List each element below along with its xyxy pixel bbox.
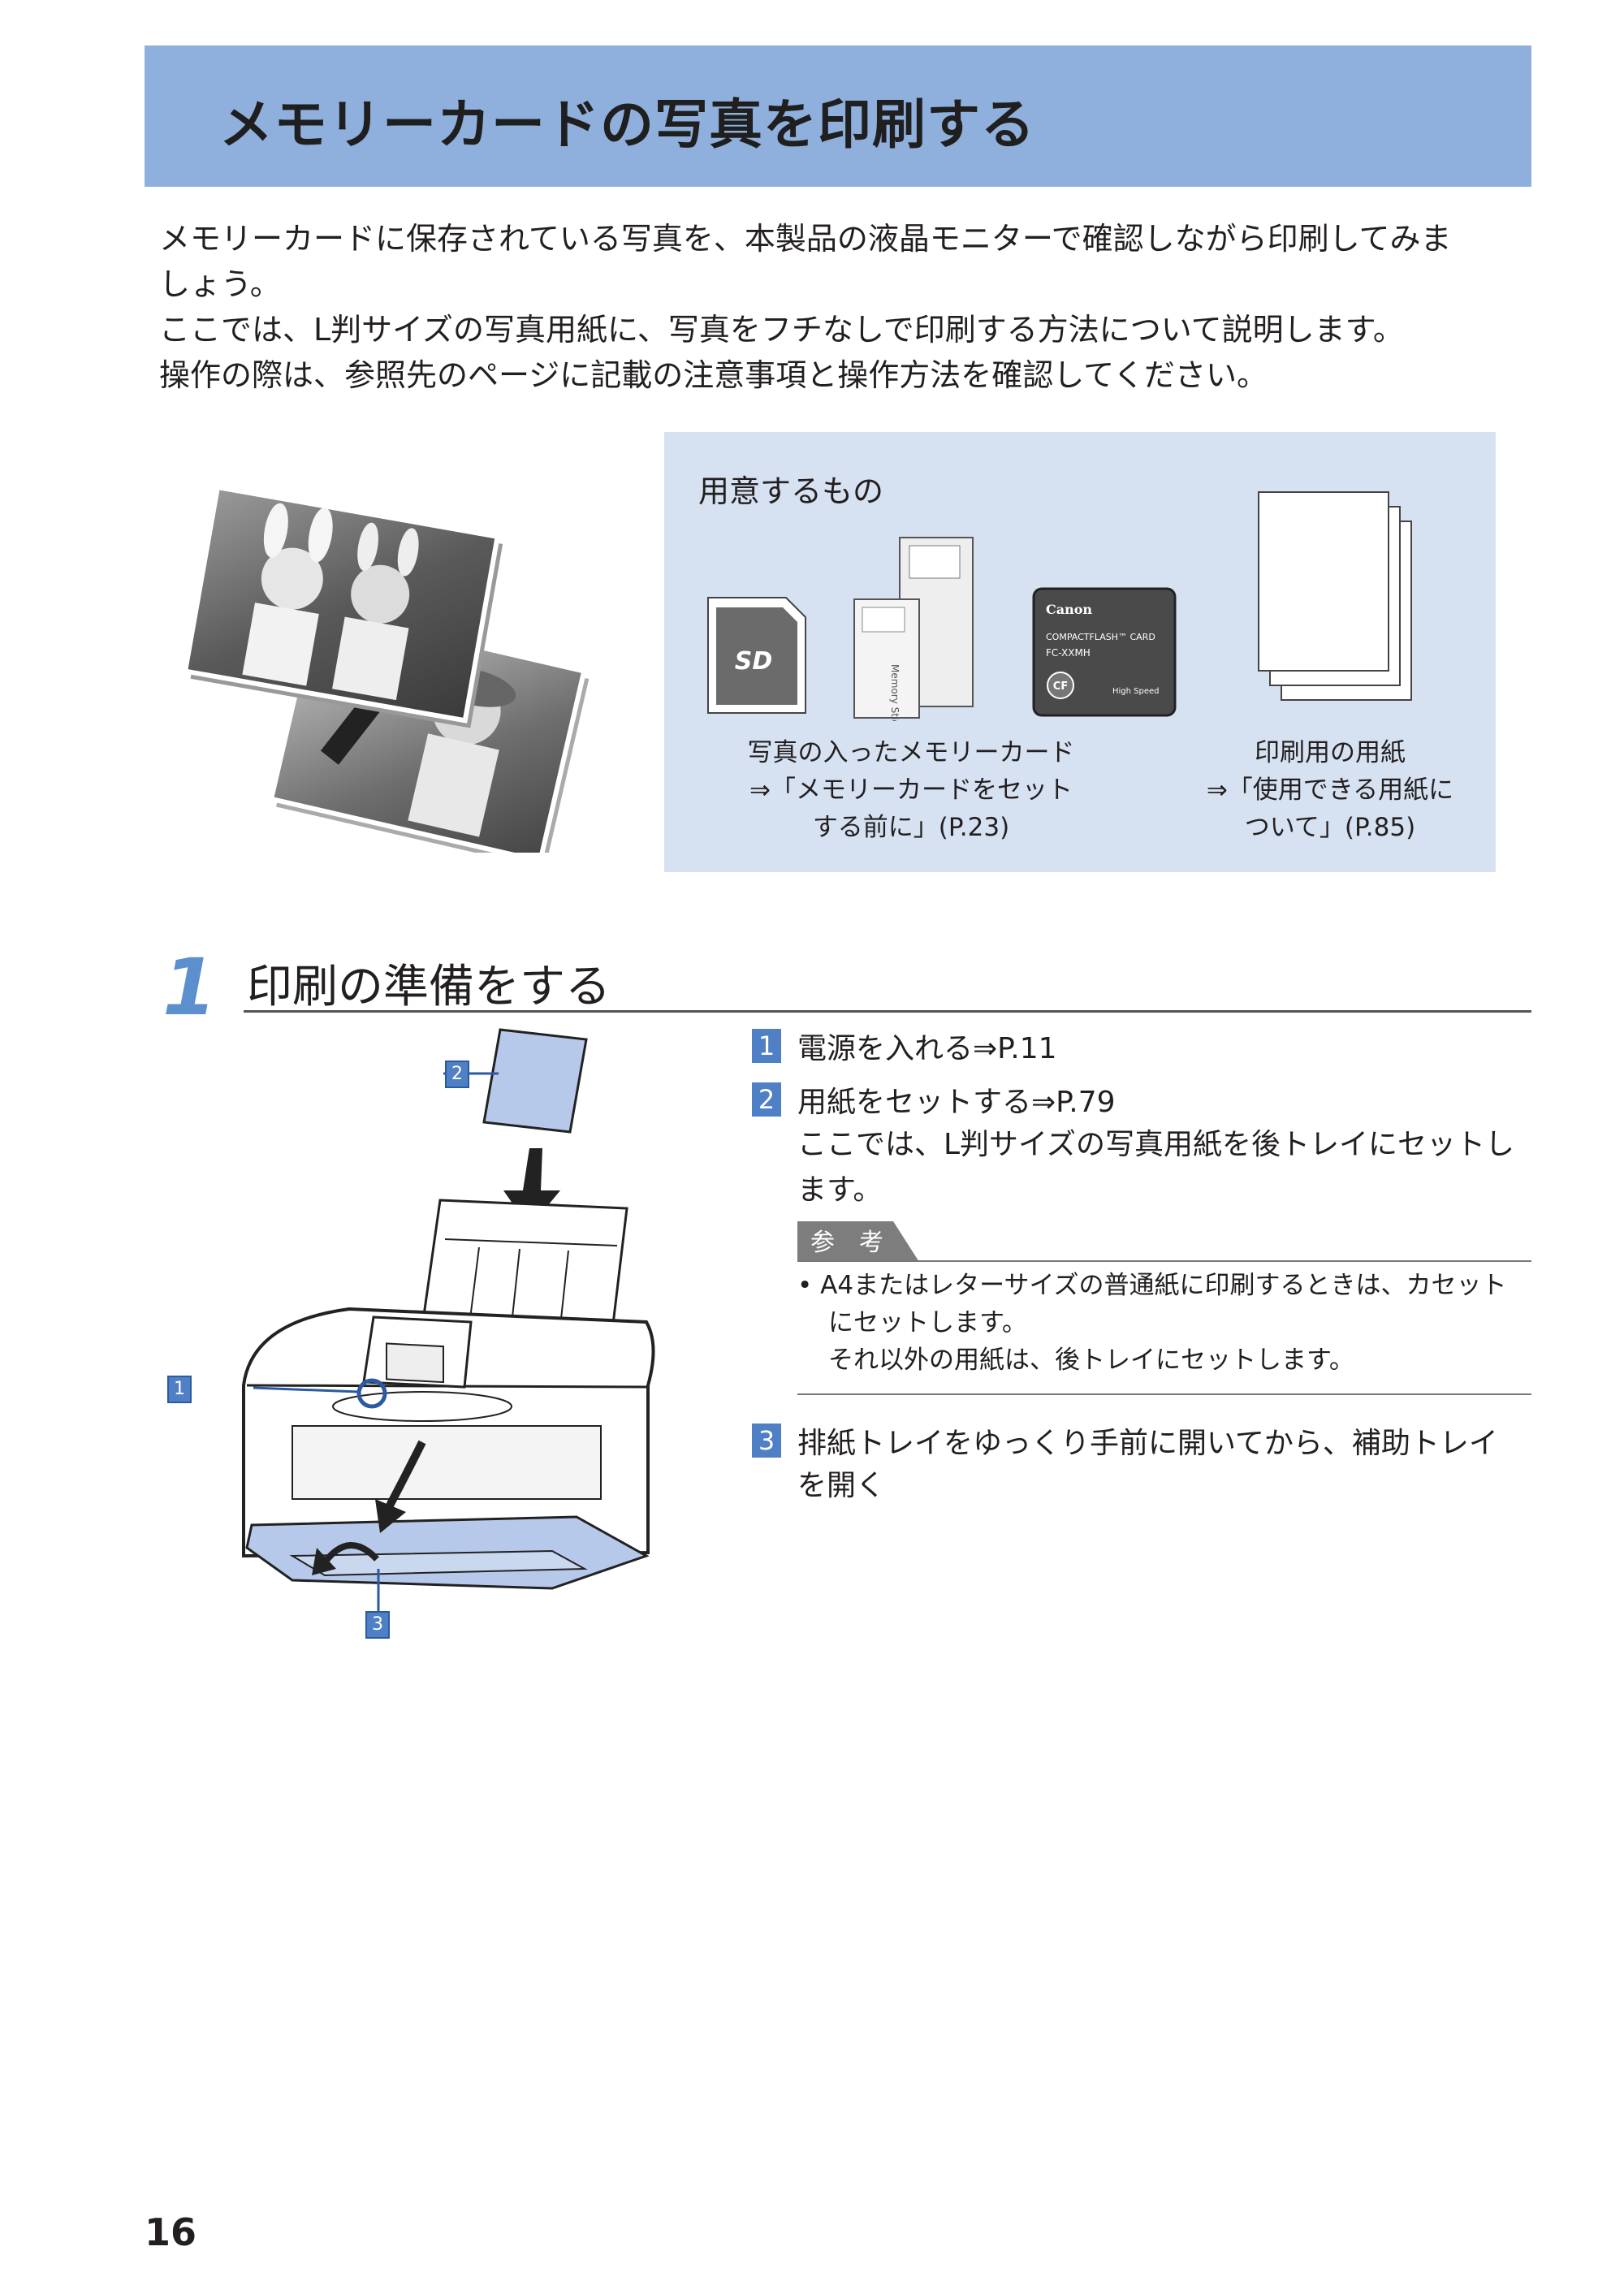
cf-model: FC-XXMH xyxy=(1046,647,1091,659)
section-title: 印刷の準備をする xyxy=(247,961,611,1013)
note-line: • A4またはレターサイズの普通紙に印刷するときは、カセット xyxy=(797,1271,1507,1300)
photo-paper xyxy=(482,1028,588,1134)
cf-line: COMPACTFLASH™ CARD xyxy=(1046,632,1155,642)
intro-line: メモリーカードに保存されている写真を、本製品の液晶モニターで確認しながら印刷して… xyxy=(159,221,1452,257)
panel-title: 用意するもの xyxy=(698,473,884,509)
step-3: 3 排紙トレイをゆっくり手前に開いてから、補助トレイ xyxy=(752,1419,1498,1462)
paper-caption: 印刷用の用紙 ⇒「使用できる用紙に ついて」(P.85) xyxy=(1206,738,1454,842)
step-number-badge: 3 xyxy=(752,1423,781,1458)
memory-stick-icon: Memory Stick Duo xyxy=(853,537,974,721)
step-label: 排紙トレイをゆっくり手前に開いてから、補助トレイ xyxy=(797,1427,1498,1460)
intro-line: ここでは、L判サイズの写真用紙に、写真をフチなしで印刷する方法について説明します… xyxy=(159,312,1404,348)
sample-photos-illustration xyxy=(185,484,590,853)
step-2-body: ここでは、L判サイズの写真用紙を後トレイにセットし ます。 xyxy=(797,1128,1514,1207)
callout-2: 2 xyxy=(445,1061,469,1088)
note-tab: 参 考 xyxy=(797,1221,919,1262)
intro-text: メモリーカードに保存されている写真を、本製品の液晶モニターで確認しながら印刷して… xyxy=(159,216,1540,398)
callout-3: 3 xyxy=(365,1611,390,1639)
step-label: 用紙をセットする⇒P.79 xyxy=(797,1086,1116,1119)
sd-logo: SD xyxy=(735,647,773,676)
step-1: 1 電源を入れる⇒P.11 xyxy=(752,1025,1057,1067)
cf-logo: CF xyxy=(1053,680,1068,693)
note-divider-bottom xyxy=(797,1393,1531,1395)
intro-line: 操作の際は、参照先のページに記載の注意事項と操作方法を確認してください。 xyxy=(159,357,1268,393)
step-3-continuation: を開く xyxy=(797,1469,886,1502)
step-number-badge: 1 xyxy=(752,1029,781,1063)
paper-stack-icon xyxy=(1258,491,1412,701)
page-number: 16 xyxy=(145,2210,197,2254)
cf-card-icon: Canon COMPACTFLASH™ CARD FC-XXMH CF High… xyxy=(1032,587,1177,717)
cf-brand: Canon xyxy=(1046,602,1092,617)
intro-line: しょう。 xyxy=(159,266,281,302)
callout-1: 1 xyxy=(167,1376,192,1403)
section-rule xyxy=(244,1010,1531,1013)
title-banner: メモリーカードの写真を印刷する xyxy=(145,45,1531,187)
printer-illustration xyxy=(242,1028,655,1611)
cf-speed: High Speed xyxy=(1112,687,1160,696)
step-label: 電源を入れる⇒P.11 xyxy=(797,1032,1057,1065)
note-line: それ以外の用紙は、後トレイにセットします。 xyxy=(828,1346,1354,1375)
items-needed-panel: 用意するもの SD Memory Stick Duo Canon COMPACT… xyxy=(664,432,1496,872)
memory-card-caption: 写真の入ったメモリーカード ⇒「メモリーカードをセット する前に」(P.23) xyxy=(747,738,1075,842)
page-title: メモリーカードの写真を印刷する xyxy=(219,93,1035,156)
step-number-badge: 2 xyxy=(752,1082,781,1117)
sd-card-icon: SD xyxy=(707,597,806,714)
photo-front xyxy=(185,484,503,728)
step-2: 2 用紙をセットする⇒P.79 xyxy=(752,1078,1116,1121)
section-number: 1 xyxy=(162,942,217,1033)
note-divider-top xyxy=(797,1260,1531,1262)
note-tab-label: 参 考 xyxy=(810,1229,883,1257)
ms-label: Memory Stick Duo xyxy=(889,664,901,721)
note-line: にセットします。 xyxy=(828,1308,1027,1337)
